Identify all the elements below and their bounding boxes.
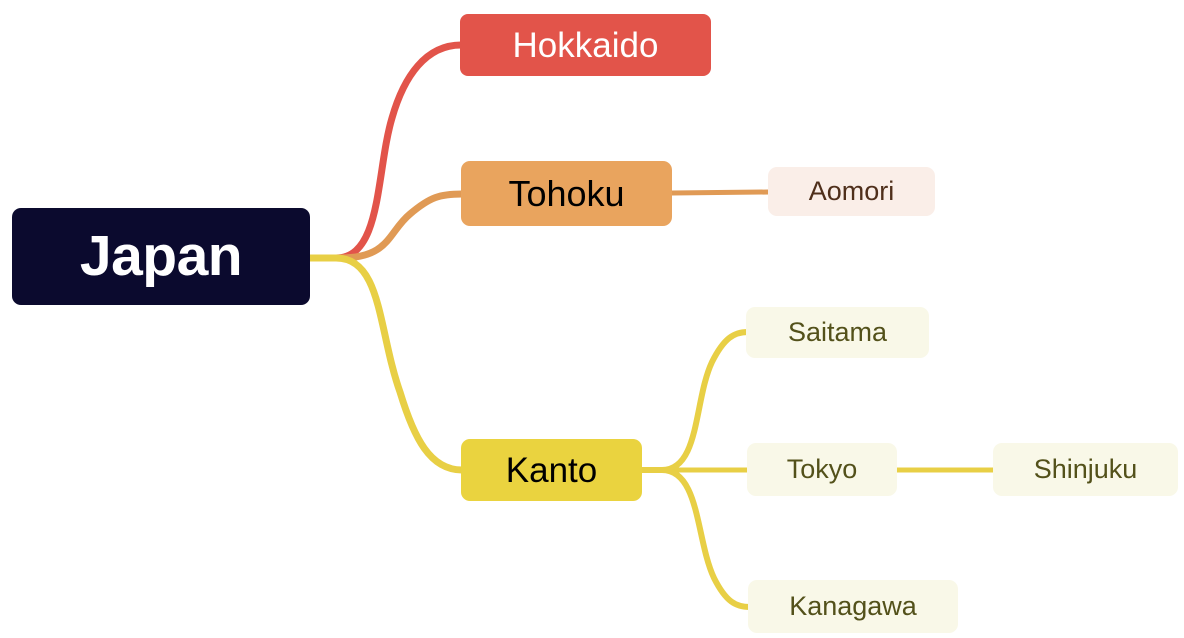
- node-tokyo[interactable]: Tokyo: [747, 443, 897, 496]
- node-aomori[interactable]: Aomori: [768, 167, 935, 216]
- edge-tohoku-aomori: [669, 189, 772, 196]
- edge-japan-kanto: [306, 254, 466, 474]
- edge-japan-tohoku: [306, 190, 466, 262]
- node-hokkaido[interactable]: Hokkaido: [460, 14, 711, 76]
- node-japan[interactable]: Japan: [12, 208, 310, 305]
- node-tohoku[interactable]: Tohoku: [461, 161, 672, 226]
- node-kanto[interactable]: Kanto: [461, 439, 642, 501]
- edge-kanto-kanagawa: [639, 467, 753, 610]
- edge-kanto-saitama: [639, 329, 751, 473]
- node-shinjuku[interactable]: Shinjuku: [993, 443, 1178, 496]
- edge-japan-hokkaido: [306, 41, 465, 262]
- node-saitama[interactable]: Saitama: [746, 307, 929, 358]
- node-kanagawa[interactable]: Kanagawa: [748, 580, 958, 633]
